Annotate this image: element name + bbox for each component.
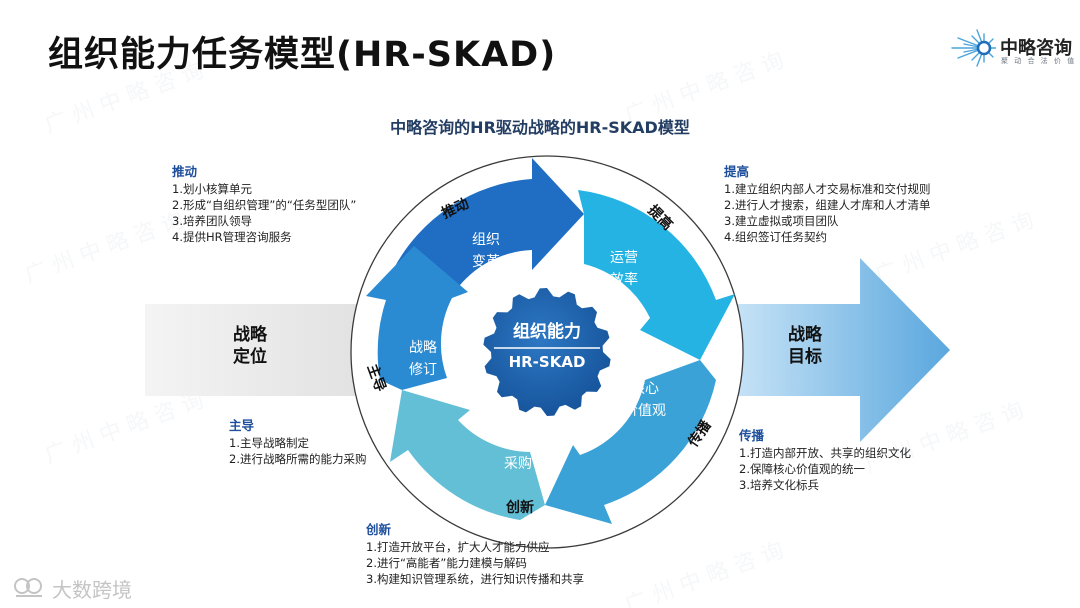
block-item: 3.培养文化标兵 (739, 478, 819, 492)
block-push: 推动 1.划小核算单元 2.形成“自组织管理”的“任务型团队” 3.培养团队领导… (172, 164, 356, 245)
segment-label: 效率 (610, 271, 638, 288)
segment-label: 采购 (504, 456, 532, 472)
block-heading: 推动 (172, 164, 198, 179)
block-heading: 传播 (739, 428, 765, 443)
segment-label: 组织 (472, 232, 500, 248)
logo-tagline: 聚 动 合 法 价 值 增 效 (1001, 57, 1080, 65)
center-gear (483, 288, 611, 416)
bottom-brand: 大数跨境 (12, 572, 132, 602)
block-item: 2.进行“高能者”能力建模与解码 (366, 556, 527, 570)
segment-organization-change (393, 158, 584, 290)
segment-core-values (545, 360, 716, 524)
cycle-segments (366, 158, 735, 524)
segment-operation-efficiency (578, 190, 735, 360)
right-arrow-label: 战略 目标 (788, 325, 822, 367)
brand-logo-icon (14, 578, 42, 597)
block-item: 1.打造开放平台，扩大人才能力供应 (366, 540, 550, 554)
block-item: 3.建立虚拟或项目团队 (724, 214, 839, 228)
segment-label: 战略 (409, 340, 437, 356)
gear-shape (483, 288, 611, 416)
block-item: 2.保障核心价值观的统一 (739, 462, 865, 476)
bottom-brand-text: 大数跨境 (52, 578, 132, 602)
segment-capability-purchase (390, 390, 545, 520)
block-item: 3.构建知识管理系统，进行知识传播和共享 (366, 572, 584, 586)
center-label-line1: 组织能力 (513, 321, 581, 342)
block-heading: 创新 (366, 522, 392, 537)
block-innovate: 创新 1.打造开放平台，扩大人才能力供应 2.进行“高能者”能力建模与解码 3.… (366, 522, 584, 587)
block-item: 4.提供HR管理咨询服务 (172, 230, 292, 244)
left-arrow-band (145, 304, 360, 396)
segment-label: 运营 (610, 250, 638, 266)
block-item: 1.划小核算单元 (172, 182, 252, 196)
ring-label-innovate: 创新 (505, 499, 534, 516)
block-item: 1.主导战略制定 (229, 436, 309, 450)
block-item: 2.进行人才搜索，组建人才库和人才清单 (724, 198, 931, 212)
block-item: 4.组织签订任务契约 (724, 230, 827, 244)
block-spread: 传播 1.打造内部开放、共享的组织文化 2.保障核心价值观的统一 3.培养文化标… (739, 428, 911, 493)
block-item: 1.打造内部开放、共享的组织文化 (739, 446, 911, 460)
block-item: 1.建立组织内部人才交易标准和交付规则 (724, 182, 931, 196)
sunburst-logo-icon (951, 29, 997, 67)
block-item: 3.培养团队领导 (172, 214, 252, 228)
center-label-line2: HR-SKAD (509, 353, 586, 371)
segment-label: 核心 (631, 381, 659, 397)
segment-label: 变革 (472, 254, 500, 270)
company-logo: 中略咨询 聚 动 合 法 价 值 增 效 (946, 24, 1080, 72)
block-heading: 主导 (229, 418, 255, 433)
block-improve: 提高 1.建立组织内部人才交易标准和交付规则 2.进行人才搜索，组建人才库和人才… (724, 164, 930, 245)
left-arrow-label: 战略 定位 (233, 325, 267, 367)
logo-name: 中略咨询 (1000, 38, 1072, 59)
segment-strategy-revision (366, 246, 468, 390)
block-heading: 提高 (724, 164, 750, 179)
diagram-title: 中略咨询的HR驱动战略的HR-SKAD模型 (390, 118, 690, 137)
slide-title: 组织能力任务模型(HR-SKAD) (48, 35, 557, 75)
block-item: 2.形成“自组织管理”的“任务型团队” (172, 198, 357, 212)
block-lead: 主导 1.主导战略制定 2.进行战略所需的能力采购 (229, 418, 366, 467)
segment-label: 能力 (504, 434, 532, 450)
right-arrow (738, 258, 950, 442)
segment-label: 价值观 (624, 403, 666, 419)
segment-label: 修订 (409, 362, 437, 378)
block-item: 2.进行战略所需的能力采购 (229, 452, 367, 466)
